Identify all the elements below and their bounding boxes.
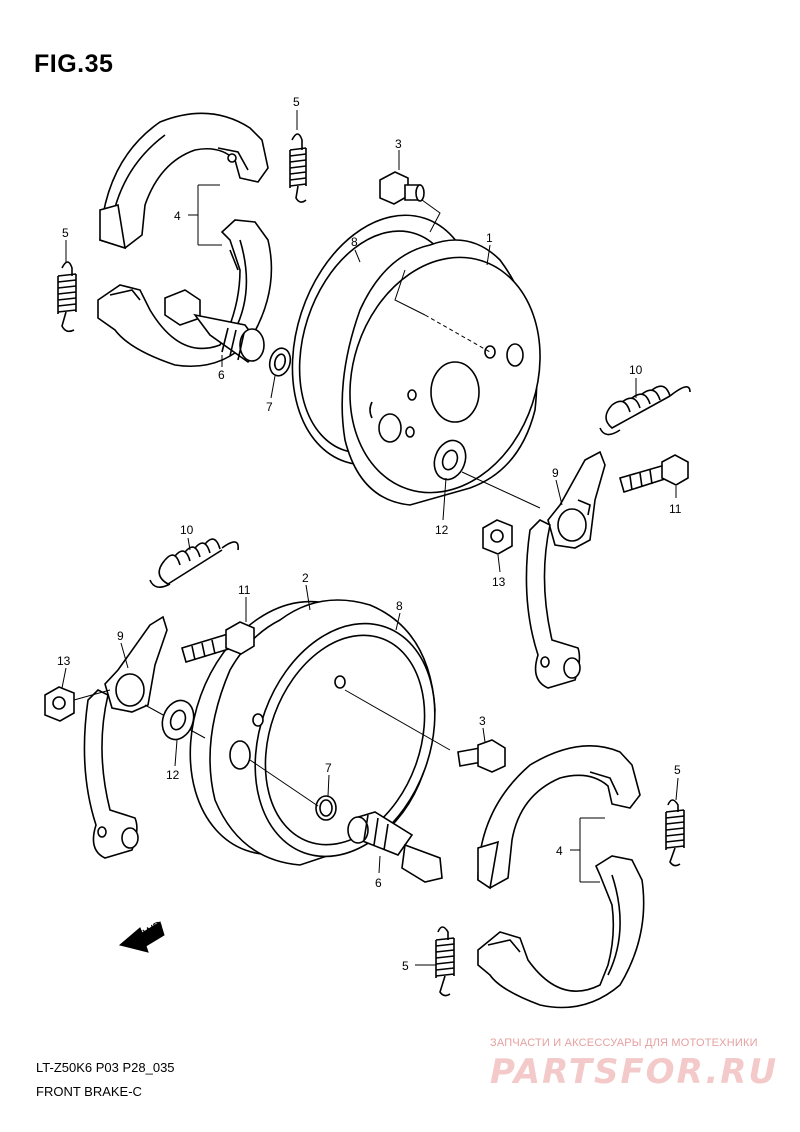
bolt-bottom	[457, 739, 506, 773]
callout-13-bottom: 13	[57, 654, 71, 668]
callout-6-top: 6	[218, 368, 225, 382]
callout-11-top: 11	[669, 502, 682, 516]
brake-drum-bottom	[189, 599, 451, 866]
watermark-logo: PARTSFOR.RU	[490, 1052, 779, 1092]
leader-lines	[61, 110, 679, 966]
callout-5-bottom-left: 5	[402, 959, 409, 973]
callout-4-bottom: 4	[556, 844, 563, 858]
spring-bottom-right	[665, 799, 685, 867]
brake-shoe-bottom-lower	[477, 855, 645, 1009]
brake-shoe-bottom-upper	[477, 745, 641, 890]
callout-3-bottom: 3	[479, 714, 486, 728]
bolt-11-bottom	[181, 621, 255, 664]
callout-7-bottom: 7	[325, 761, 332, 775]
forward-arrow-icon: FWD	[118, 918, 165, 953]
spring-bottom-left	[435, 926, 455, 997]
cam-shaft-bottom	[347, 811, 443, 883]
callout-8-bottom: 8	[396, 599, 403, 613]
callout-12-top: 12	[435, 523, 449, 537]
callout-5-top-right: 5	[293, 95, 300, 109]
washer-top	[268, 347, 292, 377]
callout-10-top: 10	[629, 363, 643, 377]
callout-3-top: 3	[395, 137, 402, 151]
spring-top-right	[289, 133, 307, 203]
callout-9-bottom: 9	[117, 629, 124, 643]
callout-4-top: 4	[174, 209, 181, 223]
nut-13-top	[482, 519, 513, 555]
spring-10-bottom	[149, 538, 239, 588]
watermark-tagline: ЗАПЧАСТИ И АКСЕССУАРЫ ДЛЯ МОТОТЕХНИКИ	[490, 1037, 758, 1049]
brake-arm-bottom	[83, 615, 206, 859]
figure-code: LT-Z50K6 P03 P28_035	[36, 1060, 175, 1075]
washer-12-top	[433, 439, 541, 509]
callout-5-top-left: 5	[62, 226, 69, 240]
callout-9-top: 9	[552, 466, 559, 480]
brake-shoe-top-upper	[99, 112, 269, 250]
bolt-11-top	[619, 454, 689, 494]
callout-10-bottom: 10	[180, 523, 194, 537]
callout-12-bottom: 12	[166, 768, 180, 782]
washer-7-bottom	[319, 799, 333, 817]
brake-arm-top	[525, 450, 606, 689]
callout-13-top: 13	[492, 575, 506, 589]
washer-12-bottom	[161, 699, 195, 741]
callout-2: 2	[302, 571, 309, 585]
bolt-top	[379, 171, 441, 233]
callout-6-bottom: 6	[375, 876, 382, 890]
cam-shaft-top	[164, 289, 265, 364]
brake-panel-top	[291, 214, 541, 506]
callout-1: 1	[486, 231, 493, 245]
callout-5-bottom-right: 5	[674, 763, 681, 777]
figure-title: FIG.35	[34, 50, 114, 78]
figure-name: FRONT BRAKE-C	[36, 1084, 142, 1099]
nut-13-bottom	[44, 686, 111, 722]
callout-11-bottom: 11	[238, 583, 251, 597]
callout-7-top: 7	[266, 400, 273, 414]
callout-8-top: 8	[351, 235, 358, 249]
callout-labels: 5 5 3 4 6 7 8 1 10 9 11 12 13 10 11 2 8 …	[57, 95, 682, 973]
brake-shoe-top-lower	[97, 219, 273, 368]
spring-10-top	[599, 385, 691, 436]
spring-top-left	[57, 261, 77, 333]
